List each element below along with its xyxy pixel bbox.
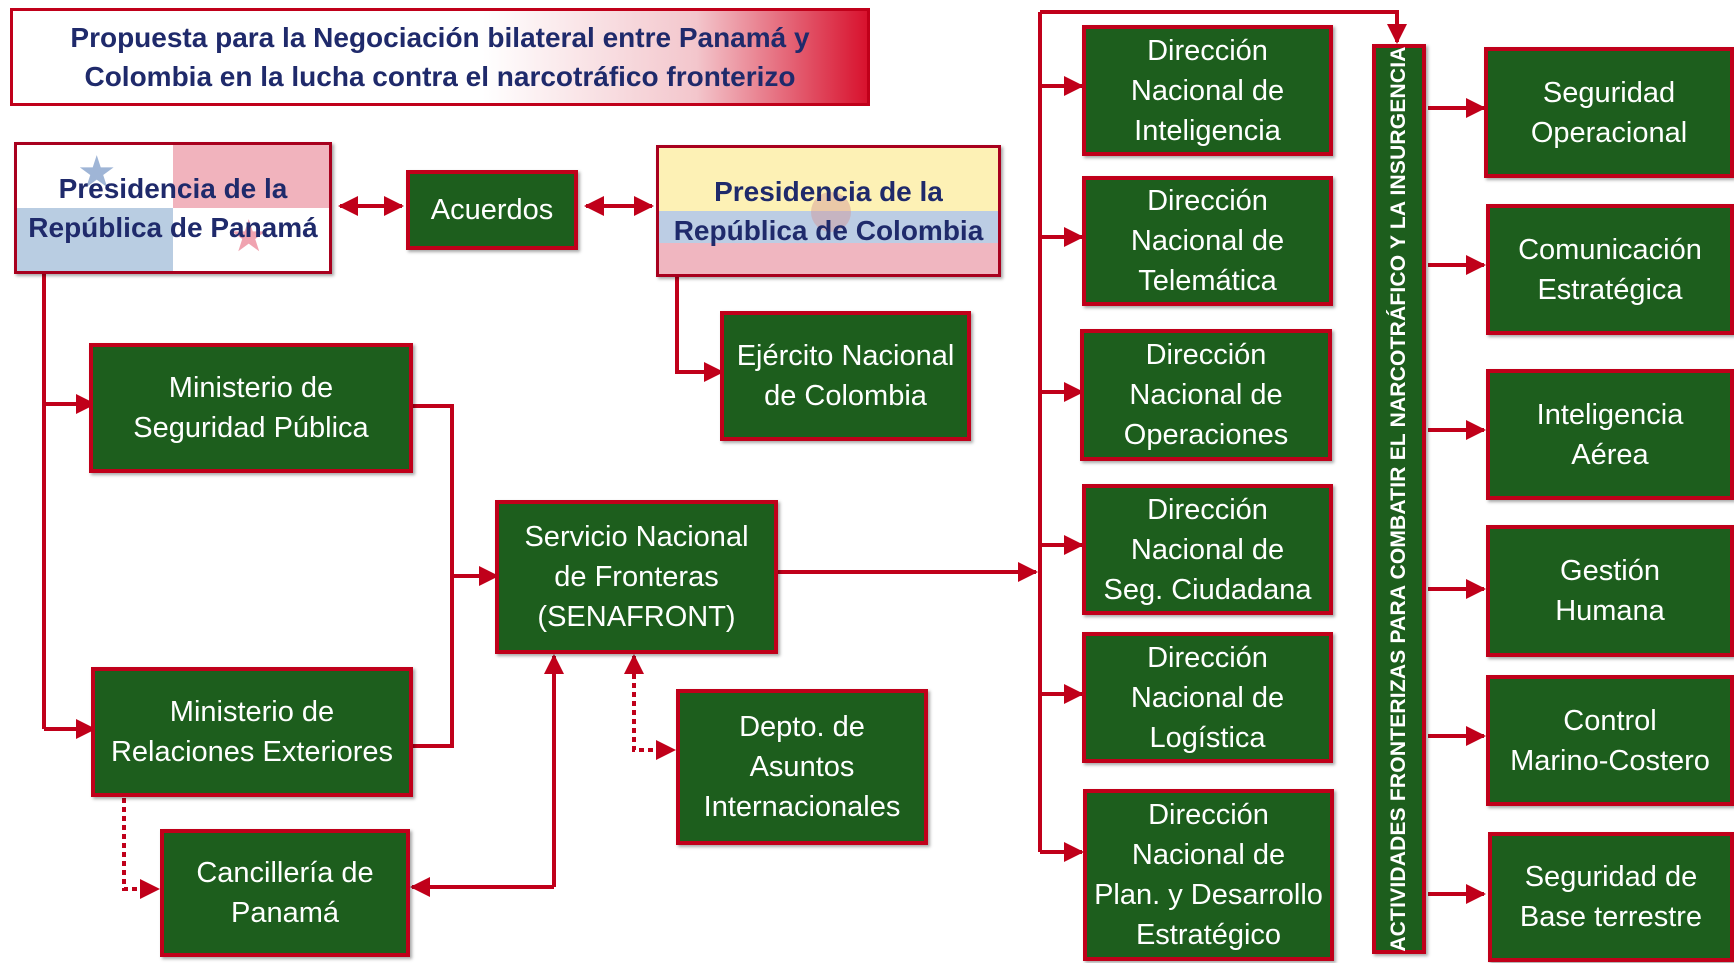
- directorate-citizen-security-box: Dirección Nacional de Seg. Ciudadana: [1082, 484, 1333, 615]
- directorate-intelligence-label: Dirección Nacional de Inteligencia: [1130, 34, 1285, 147]
- diagram-title: Propuesta para la Negociación bilateral …: [10, 8, 870, 106]
- diagram-title-text: Propuesta para la Negociación bilateral …: [70, 22, 810, 92]
- activity-strategic-communication-box: Comunicación Estratégica: [1486, 204, 1734, 335]
- chancellery-label: Cancillería de Panamá: [196, 857, 374, 929]
- presidency-colombia-label: Presidencia de la República de Colombia: [673, 176, 984, 246]
- senafront-box: Servicio Nacional de Fronteras (SENAFRON…: [495, 500, 778, 654]
- ministry-foreign-label: Ministerio de Relaciones Exteriores: [110, 696, 394, 768]
- directorate-planning-box: Dirección Nacional de Plan. y Desarrollo…: [1083, 789, 1334, 961]
- army-colombia-label: Ejército Nacional de Colombia: [736, 340, 955, 412]
- colombia-flag-blue-band: [659, 211, 998, 243]
- activity-maritime-control-label: Control Marino-Costero: [1510, 704, 1710, 777]
- presidency-colombia-box: Presidencia de la República de Colombia: [656, 145, 1001, 277]
- intl-affairs-box: Depto. de Asuntos Internacionales: [676, 689, 928, 845]
- activity-ground-base-security-box: Seguridad de Base terrestre: [1488, 832, 1734, 962]
- red-star-icon: ★: [229, 212, 269, 261]
- ministry-security-box: Ministerio de Seguridad Pública: [89, 343, 413, 473]
- colombia-flag-yellow-band: [659, 148, 998, 211]
- panama-flag-blue-quarter: [17, 208, 173, 271]
- agreements-box: Acuerdos: [406, 170, 578, 250]
- agreements-label: Acuerdos: [430, 194, 554, 226]
- ministry-security-label: Ministerio de Seguridad Pública: [133, 372, 369, 444]
- activities-banner: ACTIVIDADES FRONTERIZAS PARA COMBATIR EL…: [1372, 44, 1426, 954]
- senafront-label: Servicio Nacional de Fronteras (SENAFRON…: [524, 521, 749, 633]
- blue-star-icon: ★: [77, 148, 117, 197]
- panama-flag-white-quarter: [17, 145, 173, 208]
- activity-human-management-label: Gestión Humana: [1555, 555, 1665, 627]
- activities-banner-label: ACTIVIDADES FRONTERIZAS PARA COMBATIR EL…: [1387, 46, 1410, 952]
- activity-human-management-box: Gestión Humana: [1486, 525, 1734, 657]
- directorate-planning-label: Dirección Nacional de Plan. y Desarrollo…: [1094, 799, 1323, 951]
- ministry-foreign-box: Ministerio de Relaciones Exteriores: [91, 667, 413, 797]
- panama-flag-white-quarter-2: [173, 208, 329, 271]
- activity-operational-security-box: Seguridad Operacional: [1484, 47, 1734, 178]
- presidency-panama-box: ★ ★ Presidencia de la República de Panam…: [14, 142, 332, 274]
- directorate-logistics-label: Dirección Nacional de Logística: [1130, 641, 1285, 754]
- panama-flag-red-quarter: [173, 145, 329, 208]
- army-colombia-box: Ejército Nacional de Colombia: [720, 311, 971, 441]
- directorate-operations-box: Dirección Nacional de Operaciones: [1080, 329, 1332, 461]
- colombia-flag-red-band: [659, 242, 998, 274]
- activity-strategic-communication-label: Comunicación Estratégica: [1518, 233, 1702, 306]
- coat-of-arms-icon: [811, 192, 851, 232]
- activity-maritime-control-box: Control Marino-Costero: [1486, 675, 1734, 806]
- chancellery-box: Cancillería de Panamá: [160, 829, 410, 957]
- directorate-telematics-label: Dirección Nacional de Telemática: [1130, 185, 1285, 297]
- presidency-panama-label: Presidencia de la República de Panamá: [28, 173, 318, 243]
- directorate-intelligence-box: Dirección Nacional de Inteligencia: [1082, 25, 1333, 156]
- activity-air-intelligence-box: Inteligencia Aérea: [1486, 369, 1734, 500]
- directorate-telematics-box: Dirección Nacional de Telemática: [1082, 176, 1333, 306]
- intl-affairs-label: Depto. de Asuntos Internacionales: [703, 711, 901, 823]
- directorate-operations-label: Dirección Nacional de Operaciones: [1123, 339, 1289, 451]
- activity-air-intelligence-label: Inteligencia Aérea: [1536, 398, 1684, 471]
- activity-operational-security-label: Seguridad Operacional: [1530, 76, 1688, 149]
- activity-ground-base-security-label: Seguridad de Base terrestre: [1519, 861, 1703, 933]
- directorate-citizen-security-label: Dirección Nacional de Seg. Ciudadana: [1103, 493, 1312, 606]
- directorate-logistics-box: Dirección Nacional de Logística: [1082, 632, 1333, 763]
